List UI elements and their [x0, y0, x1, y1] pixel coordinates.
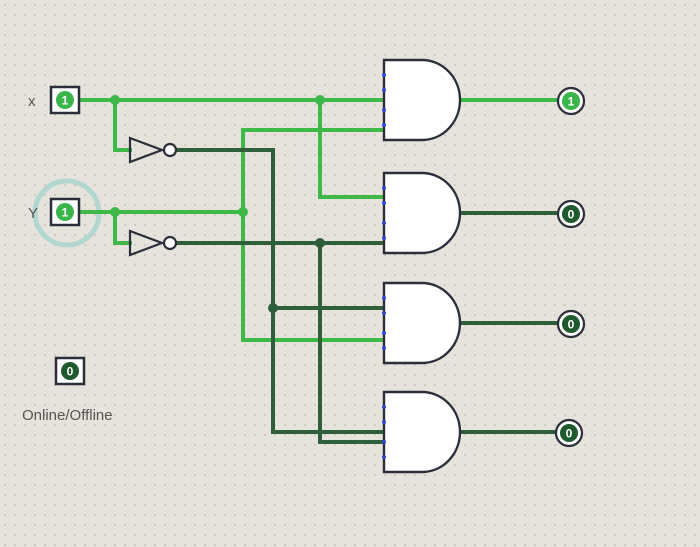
junction-dot [110, 95, 120, 105]
output-pin-led [562, 92, 580, 110]
junction-dot [110, 207, 120, 217]
input-pin-led [56, 203, 74, 221]
output-pin-value: 0 [568, 318, 575, 332]
junction-dot [315, 238, 325, 248]
output-pin-4: 0 [554, 418, 584, 448]
and-gate-1[interactable] [382, 58, 462, 142]
online-offline-label: Online/Offline [22, 407, 113, 424]
input-pin-x[interactable]: x 1 [28, 85, 81, 115]
wire-x-to-not1 [113, 98, 132, 152]
output-pin-value: 1 [568, 95, 575, 109]
output-pin-led [562, 315, 580, 333]
output-pin-led [560, 424, 578, 442]
not-gate-y[interactable] [128, 229, 178, 257]
and-gate-input-pins [382, 405, 386, 459]
output-pin-1: 1 [556, 86, 586, 116]
input-pin-value: 1 [62, 94, 69, 108]
input-pin-value: 0 [67, 365, 74, 379]
wire-junctions [110, 95, 325, 313]
output-pin-2: 0 [556, 199, 586, 229]
and-gate-body [382, 58, 462, 142]
wire-y-to-gate3 [241, 128, 386, 342]
and-gate-body [382, 171, 462, 255]
and-gate-input-pins [382, 296, 386, 350]
input-label-y: Y [28, 205, 38, 222]
not-gate-bubble [162, 142, 178, 158]
wire-y-to-not2 [113, 210, 132, 245]
and-gate-3[interactable] [382, 281, 462, 365]
not-gate-body [128, 136, 166, 164]
junction-dot [268, 303, 278, 313]
output-pin-value: 0 [566, 427, 573, 441]
input-label-x: x [28, 93, 36, 110]
wire-noty-to-gate4 [318, 241, 386, 444]
output-pin-value: 0 [568, 208, 575, 222]
not-gate-bubble [162, 235, 178, 251]
not-gate-body [128, 229, 166, 257]
and-gate-body [382, 390, 462, 474]
output-pin-led [562, 205, 580, 223]
and-gate-input-pins [382, 186, 386, 240]
and-gate-4[interactable] [382, 390, 462, 474]
input-pin-led [56, 91, 74, 109]
wire-x-to-gate2 [318, 98, 386, 199]
output-pin-3: 0 [556, 309, 586, 339]
input-pin-led [61, 362, 79, 380]
not-gate-x[interactable] [128, 136, 178, 164]
input-pin-value: 1 [62, 206, 69, 220]
junction-dot [315, 95, 325, 105]
input-pin-y[interactable]: Y 1 [28, 197, 81, 227]
and-gate-2[interactable] [382, 171, 462, 255]
input-pin-online-offline[interactable]: 0 Online/Offline [22, 356, 113, 424]
junction-dot [238, 207, 248, 217]
and-gate-input-pins [382, 73, 386, 127]
and-gate-body [382, 281, 462, 365]
